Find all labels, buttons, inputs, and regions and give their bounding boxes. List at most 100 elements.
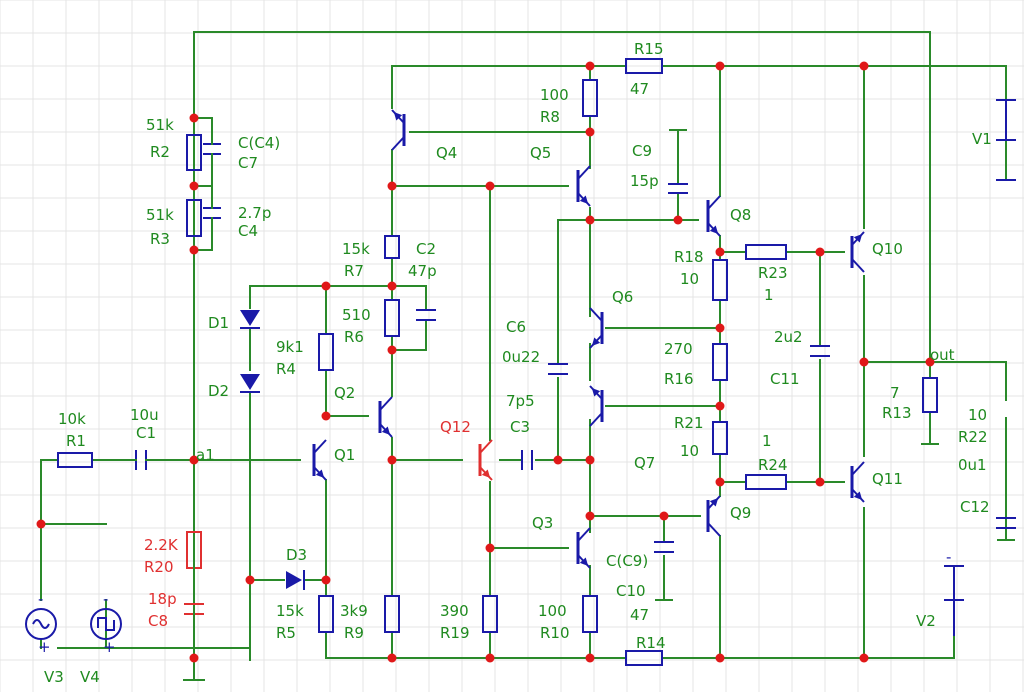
label-r3-name: R3 [150, 230, 170, 248]
label-c11-value: 2u2 [774, 328, 803, 346]
label-r9-name: R9 [344, 624, 364, 642]
label-r16-name: R16 [664, 370, 694, 388]
label-c7-name: C7 [238, 154, 258, 172]
label-r9-value: 3k9 [340, 602, 368, 620]
label-q6: Q6 [612, 288, 633, 306]
label-c12-name: C12 [960, 498, 990, 516]
label-c6-name: C6 [506, 318, 526, 336]
source-v1 [996, 99, 1016, 181]
label-c11-name: C11 [770, 370, 800, 388]
capacitor-c12 [996, 517, 1016, 541]
transistor-q10 [850, 231, 865, 273]
label-c9-value: 15p [630, 172, 659, 190]
label-r15-name: R15 [634, 40, 664, 58]
resistor-r23 [745, 244, 787, 260]
label-q2: Q2 [334, 384, 355, 402]
label-r23-name: R23 [758, 264, 788, 282]
resistor-r8 [582, 79, 598, 117]
label-r7-name: R7 [344, 262, 364, 280]
label-v4: V4 [80, 668, 100, 686]
label-r24-name: R24 [758, 456, 788, 474]
source-v2 [944, 565, 964, 636]
capacitor-c2 [416, 309, 436, 321]
resistors [57, 58, 938, 666]
label-r7-value: 15k [342, 240, 370, 258]
label-c12-value: 0u1 [958, 456, 987, 474]
label-r5-value: 15k [276, 602, 304, 620]
label-r5-name: R5 [276, 624, 296, 642]
label-r1-value: 10k [58, 410, 86, 428]
resistor-r4 [318, 333, 334, 371]
transistor-q12 [478, 439, 493, 481]
polarity-mark-3: + [103, 638, 116, 656]
resistor-r16 [712, 343, 728, 381]
label-c8-value: 18p [148, 590, 177, 608]
label-c8-name: C8 [148, 612, 168, 630]
diode-d3 [286, 570, 305, 590]
label-r18-name: R18 [674, 248, 704, 266]
label-q3: Q3 [532, 514, 553, 532]
label-q9: Q9 [730, 504, 751, 522]
label-q12: Q12 [440, 418, 471, 436]
transistor-q1 [312, 439, 327, 481]
resistor-r14 [625, 650, 663, 666]
label-q11: Q11 [872, 470, 903, 488]
capacitor-c8 [184, 603, 204, 661]
label-r6-value: 510 [342, 306, 371, 324]
source-v3 [25, 608, 57, 640]
transistor-q6 [589, 307, 604, 349]
label-r15-value: 47 [630, 80, 649, 98]
label-r4-value: 9k1 [276, 338, 304, 356]
resistor-r1 [57, 452, 93, 468]
label-r1-name: R1 [66, 432, 86, 450]
label-r14-name: R14 [636, 634, 666, 652]
label-d2: D2 [208, 382, 229, 400]
label-c4-name: C4 [238, 222, 258, 240]
source-v4 [90, 608, 122, 640]
label-r21-name: R21 [674, 414, 704, 432]
label-r10-value: 100 [538, 602, 567, 620]
resistor-r9 [384, 595, 400, 633]
label-v2: V2 [916, 612, 936, 630]
resistor-r2 [186, 134, 202, 171]
label-r8-name: R8 [540, 108, 560, 126]
capacitors [129, 129, 1016, 661]
resistor-r3 [186, 199, 202, 237]
label-q7: Q7 [634, 454, 655, 472]
label-r8-value: 100 [540, 86, 569, 104]
label-r16-value: 270 [664, 340, 693, 358]
label-r20-value: 2.2K [144, 536, 179, 554]
label-q4: Q4 [436, 144, 457, 162]
label-r10-name: R10 [540, 624, 570, 642]
label-r21-value: 10 [680, 442, 699, 460]
label-c6-value: 0u22 [502, 348, 540, 366]
transistor-q11 [850, 461, 865, 503]
label-r2-value: 51k [146, 116, 174, 134]
resistor-r18 [712, 259, 728, 301]
label-r22-name: R22 [958, 428, 988, 446]
label-c1-name: C1 [136, 424, 156, 442]
label-c10-value: C(C9) [606, 552, 648, 570]
resistor-r21 [712, 421, 728, 455]
capacitor-c7 [203, 139, 221, 161]
ground-symbols [183, 443, 939, 681]
capacitor-c3 [521, 450, 533, 470]
label-node-a1: a1 [196, 446, 215, 464]
label-c4-value: 2.7p [238, 204, 271, 222]
label-r19-value: 390 [440, 602, 469, 620]
label-r6-name: R6 [344, 328, 364, 346]
label-c9-name: C9 [632, 142, 652, 160]
transistors [312, 109, 865, 569]
label-r13-value: 7 [890, 384, 900, 402]
label-c1-value: 10u [130, 406, 159, 424]
label-r14-value: 47 [630, 606, 649, 624]
label-r19-name: R19 [440, 624, 470, 642]
junction-dots [36, 61, 935, 663]
polarity-mark-1: + [38, 638, 51, 656]
sources [25, 99, 1016, 681]
label-q10: Q10 [872, 240, 903, 258]
